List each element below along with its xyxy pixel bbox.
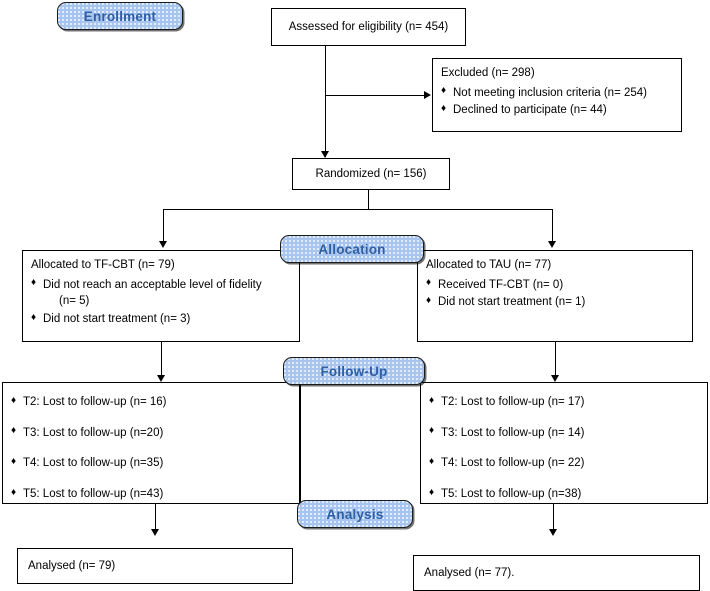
list-item: ♦ T2: Lost to follow-up (n= 16) xyxy=(11,394,291,411)
randomized-label: Randomized (n= 156) xyxy=(315,167,427,180)
followup-right-label: T3: Lost to follow-up (n= 14) xyxy=(441,426,585,439)
arrow-into-right-followup xyxy=(550,375,559,382)
bullet-diamond-icon: ♦ xyxy=(31,277,37,289)
connector-assessed-to-randomized xyxy=(325,46,326,157)
bullet-diamond-icon: ♦ xyxy=(429,425,435,437)
bullet-diamond-icon: ♦ xyxy=(11,455,17,467)
allocation-right-list: ♦ Received TF-CBT (n= 0) ♦ Did not start… xyxy=(426,277,684,311)
connector-split-right-down xyxy=(552,209,553,243)
connector-to-excluded xyxy=(325,95,425,96)
connector-right-allocation-to-followup xyxy=(555,342,556,379)
followup-right-label: T2: Lost to follow-up (n= 17) xyxy=(441,396,585,408)
allocation-right-item-label: Received TF-CBT (n= 0) xyxy=(438,278,564,291)
box-assessed-for-eligibility: Assessed for eligibility (n= 454) xyxy=(271,8,466,46)
excluded-reason-label: Not meeting inclusion criteria (n= 254) xyxy=(453,86,647,99)
connector-followup-center-rail-left xyxy=(300,382,301,504)
followup-left-label: T3: Lost to follow-up (n=20) xyxy=(23,426,164,439)
bullet-diamond-icon: ♦ xyxy=(426,277,432,289)
connector-allocation-split-bar xyxy=(163,209,553,210)
arrow-into-randomized xyxy=(320,151,329,158)
list-item: ♦ T3: Lost to follow-up (n=20) xyxy=(11,425,291,442)
allocation-left-list: ♦ Did not reach an acceptable level of f… xyxy=(31,277,291,328)
stage-badge-allocation: Allocation xyxy=(280,235,424,263)
box-randomized: Randomized (n= 156) xyxy=(292,158,450,190)
list-item: ♦ Declined to participate (n= 44) xyxy=(441,102,673,119)
stage-label-allocation: Allocation xyxy=(318,241,386,257)
bullet-diamond-icon: ♦ xyxy=(441,85,447,97)
followup-right-list: ♦ T2: Lost to follow-up (n= 17) ♦ T3: Lo… xyxy=(429,394,699,503)
bullet-diamond-icon: ♦ xyxy=(429,486,435,498)
assessed-label: Assessed for eligibility (n= 454) xyxy=(288,20,449,33)
box-allocation-left: Allocated to TF-CBT (n= 79) ♦ Did not re… xyxy=(22,250,300,342)
arrow-into-right-allocation xyxy=(547,241,556,248)
connector-followup-center-rail-right xyxy=(420,382,421,504)
stage-badge-enrollment: Enrollment xyxy=(57,2,183,30)
box-followup-right: ♦ T2: Lost to follow-up (n= 17) ♦ T3: Lo… xyxy=(420,382,708,504)
list-item: ♦ T5: Lost to follow-up (n=38) xyxy=(429,486,699,503)
allocation-left-title: Allocated to TF-CBT (n= 79) xyxy=(31,259,175,271)
allocation-right-item-label: Did not start treatment (n= 1) xyxy=(438,296,586,309)
connector-left-followup-to-analysed xyxy=(155,504,156,533)
stage-label-analysis: Analysis xyxy=(326,506,384,522)
arrow-into-left-analysed xyxy=(150,529,159,536)
bullet-diamond-icon: ♦ xyxy=(31,311,37,323)
bullet-diamond-icon: ♦ xyxy=(11,486,17,498)
stage-badge-followup: Follow-Up xyxy=(283,357,425,385)
list-item: ♦ T4: Lost to follow-up (n=35) xyxy=(11,455,291,472)
bullet-diamond-icon: ♦ xyxy=(441,102,447,114)
connector-randomized-down xyxy=(368,190,369,209)
box-analysed-right: Analysed (n= 77). xyxy=(413,555,700,591)
followup-left-label: T2: Lost to follow-up (n= 16) xyxy=(23,396,167,408)
followup-left-label: T4: Lost to follow-up (n=35) xyxy=(23,457,164,470)
connector-split-left-down xyxy=(163,209,164,243)
list-item: ♦ T3: Lost to follow-up (n= 14) xyxy=(429,425,699,442)
allocation-left-item-label: Did not reach an acceptable level of fid… xyxy=(43,278,262,291)
bullet-diamond-icon: ♦ xyxy=(426,294,432,306)
analysed-right-label: Analysed (n= 77). xyxy=(424,566,515,579)
list-item: ♦ Did not start treatment (n= 3) xyxy=(31,311,291,328)
list-item: ♦ Not meeting inclusion criteria (n= 254… xyxy=(441,85,673,102)
followup-right-label: T4: Lost to follow-up (n= 22) xyxy=(441,457,585,470)
allocation-right-title: Allocated to TAU (n= 77) xyxy=(426,259,552,271)
excluded-title: Excluded (n= 298) xyxy=(441,67,535,79)
list-item: ♦ Received TF-CBT (n= 0) xyxy=(426,277,684,294)
bullet-diamond-icon: ♦ xyxy=(11,425,17,437)
followup-left-list: ♦ T2: Lost to follow-up (n= 16) ♦ T3: Lo… xyxy=(11,394,291,503)
arrow-into-left-followup xyxy=(156,375,165,382)
box-analysed-left: Analysed (n= 79) xyxy=(17,548,293,584)
followup-right-label: T5: Lost to follow-up (n=38) xyxy=(441,488,582,501)
arrow-into-right-analysed xyxy=(548,529,557,536)
arrow-into-left-allocation xyxy=(158,241,167,248)
list-item: ♦ Did not reach an acceptable level of f… xyxy=(31,277,291,310)
stage-label-enrollment: Enrollment xyxy=(83,8,157,24)
stage-badge-analysis: Analysis xyxy=(297,500,413,528)
bullet-diamond-icon: ♦ xyxy=(429,455,435,467)
excluded-reason-label: Declined to participate (n= 44) xyxy=(453,104,607,117)
arrow-into-excluded xyxy=(424,90,431,99)
analysed-left-label: Analysed (n= 79) xyxy=(28,559,116,572)
stage-label-followup: Follow-Up xyxy=(320,363,388,379)
bullet-diamond-icon: ♦ xyxy=(429,394,435,406)
list-item: ♦ T4: Lost to follow-up (n= 22) xyxy=(429,455,699,472)
bullet-diamond-icon: ♦ xyxy=(11,394,17,406)
allocation-left-item-label: Did not start treatment (n= 3) xyxy=(43,313,191,326)
box-allocation-right: Allocated to TAU (n= 77) ♦ Received TF-C… xyxy=(417,250,693,342)
box-followup-left: ♦ T2: Lost to follow-up (n= 16) ♦ T3: Lo… xyxy=(2,382,300,504)
connector-right-followup-to-analysed xyxy=(553,504,554,533)
box-excluded: Excluded (n= 298) ♦ Not meeting inclusio… xyxy=(432,58,682,132)
connector-left-allocation-to-followup xyxy=(161,342,162,379)
followup-left-label: T5: Lost to follow-up (n=43) xyxy=(23,488,164,501)
allocation-left-item-continuation: (n= 5) xyxy=(59,295,90,308)
list-item: ♦ T2: Lost to follow-up (n= 17) xyxy=(429,394,699,411)
excluded-reason-list: ♦ Not meeting inclusion criteria (n= 254… xyxy=(441,85,673,119)
list-item: ♦ Did not start treatment (n= 1) xyxy=(426,294,684,311)
list-item: ♦ T5: Lost to follow-up (n=43) xyxy=(11,486,291,503)
